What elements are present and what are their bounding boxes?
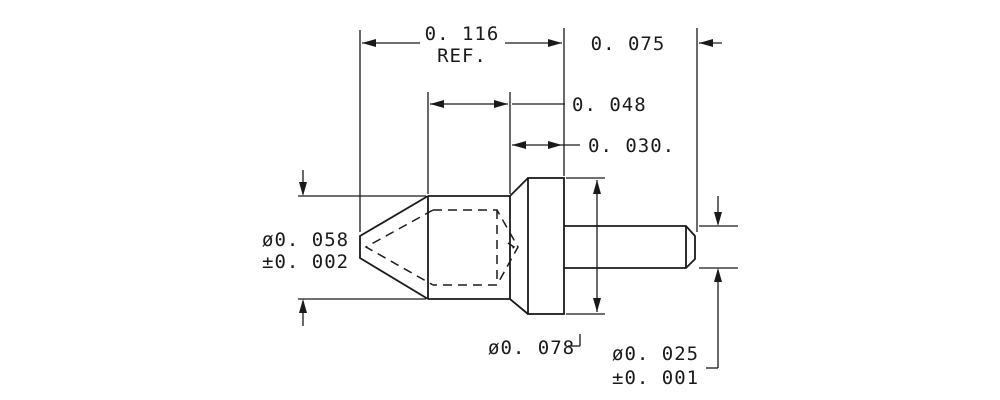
tail-length-label: 0. 075 — [591, 33, 666, 55]
tail-pin — [564, 225, 696, 269]
body-length-label: 0. 048 — [572, 94, 647, 116]
extension-lines — [298, 28, 738, 315]
overall-length-note: REF. — [437, 45, 487, 67]
body-section — [427, 177, 529, 315]
tip-diameter-tolerance: ±0. 002 — [262, 251, 349, 273]
flange-length-label: 0. 030. — [588, 135, 675, 157]
hidden-lines — [364, 209, 519, 286]
overall-length-label: 0. 116 — [425, 23, 500, 45]
cone-tip — [359, 195, 429, 300]
flange-diameter-label: ø0. 078 — [488, 337, 575, 359]
tip-diameter-label: ø0. 058 — [262, 229, 349, 251]
tail-diameter-tolerance: ±0. 001 — [612, 367, 699, 389]
flange — [527, 177, 565, 315]
part-outline — [359, 177, 696, 315]
dimension-lines — [299, 39, 722, 369]
tail-diameter-label: ø0. 025 — [612, 343, 699, 365]
dimension-labels: 0. 116 REF. 0. 075 0. 048 0. 030. ø0. 05… — [262, 23, 699, 389]
